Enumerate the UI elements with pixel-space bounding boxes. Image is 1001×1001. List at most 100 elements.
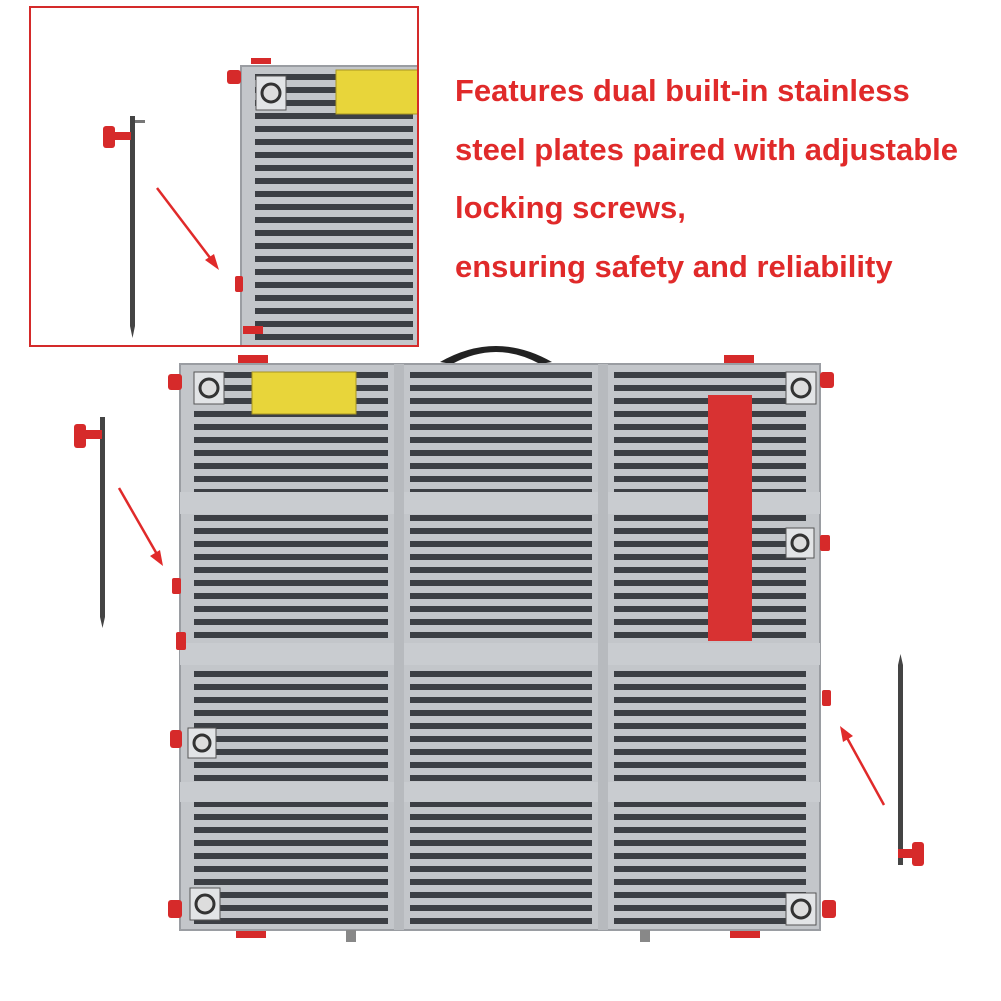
grille-slot bbox=[255, 217, 413, 223]
grille-slot bbox=[194, 814, 388, 820]
grille-slot bbox=[255, 191, 413, 197]
locking-screw-icon bbox=[227, 70, 241, 84]
corner-mounts bbox=[187, 371, 817, 926]
grille-slot bbox=[194, 632, 388, 638]
grille-slot bbox=[614, 684, 806, 690]
grille-slot bbox=[194, 918, 388, 924]
grille-slot bbox=[194, 424, 388, 430]
grille-slot bbox=[614, 385, 806, 391]
grille-slot bbox=[614, 918, 806, 924]
grille-slot bbox=[410, 775, 592, 781]
detail-inset bbox=[29, 6, 419, 347]
grille-slot bbox=[410, 723, 592, 729]
grille-slot bbox=[194, 554, 388, 560]
grille-slot bbox=[194, 905, 388, 911]
grille-slot bbox=[194, 866, 388, 872]
feature-caption: Features dual built-in stainless steel p… bbox=[455, 62, 995, 296]
grille-slot bbox=[410, 606, 592, 612]
grille-slot bbox=[255, 204, 413, 210]
locking-screw-icon bbox=[820, 535, 830, 551]
grille-slot bbox=[410, 827, 592, 833]
grille-slot bbox=[614, 814, 806, 820]
grille-slot bbox=[255, 178, 413, 184]
grille-slot bbox=[255, 230, 413, 236]
grille-slot bbox=[410, 632, 592, 638]
grille-slot bbox=[194, 684, 388, 690]
caption-line-4: ensuring safety and reliability bbox=[455, 248, 893, 284]
grille-slot bbox=[194, 671, 388, 677]
grille-slot bbox=[410, 424, 592, 430]
grille-slot bbox=[614, 723, 806, 729]
grille-slot bbox=[194, 476, 388, 482]
grille-slot bbox=[614, 879, 806, 885]
grille-slot bbox=[255, 282, 413, 288]
grille-slot bbox=[410, 840, 592, 846]
grille-slot bbox=[255, 113, 413, 119]
grille-slot bbox=[614, 749, 806, 755]
grille-slot bbox=[410, 567, 592, 573]
grille-slot bbox=[410, 853, 592, 859]
grille-slot bbox=[194, 606, 388, 612]
grille-slot bbox=[410, 528, 592, 534]
grille-slot bbox=[410, 814, 592, 820]
grille-slot bbox=[255, 139, 413, 145]
grille-slot bbox=[194, 450, 388, 456]
grille-slot bbox=[410, 437, 592, 443]
grille-slot bbox=[194, 528, 388, 534]
grille-slot bbox=[410, 749, 592, 755]
grille-slot bbox=[194, 736, 388, 742]
inset-illustration bbox=[103, 58, 417, 345]
grille-slot bbox=[410, 515, 592, 521]
grille-slot bbox=[614, 762, 806, 768]
grille-slot bbox=[614, 736, 806, 742]
grille-slot bbox=[614, 866, 806, 872]
arrow-icon bbox=[840, 726, 886, 806]
locking-screw-icon bbox=[170, 730, 182, 748]
caption-line-1: Features dual built-in stainless bbox=[455, 73, 910, 108]
brand-tag bbox=[708, 395, 752, 641]
grille-slot bbox=[410, 879, 592, 885]
stake-icon bbox=[898, 654, 924, 866]
grille-slot bbox=[410, 398, 592, 404]
grille-slot bbox=[410, 593, 592, 599]
grille-slot bbox=[255, 308, 413, 314]
grille-slot bbox=[194, 762, 388, 768]
grille-slot bbox=[410, 580, 592, 586]
grille-slot bbox=[194, 801, 388, 807]
inset-board bbox=[227, 58, 417, 345]
grille-slot bbox=[194, 775, 388, 781]
grille-slot bbox=[255, 152, 413, 158]
grille-slot bbox=[194, 749, 388, 755]
grille-slot bbox=[194, 840, 388, 846]
grille-slot bbox=[410, 619, 592, 625]
grille-slot bbox=[194, 723, 388, 729]
grille-slot bbox=[410, 463, 592, 469]
carry-handle bbox=[440, 346, 552, 364]
grille-slot bbox=[194, 580, 388, 586]
grille-slot bbox=[255, 334, 413, 340]
grille-slot bbox=[255, 165, 413, 171]
grille-slot bbox=[194, 710, 388, 716]
grille-slot bbox=[614, 671, 806, 677]
grille-slot bbox=[410, 684, 592, 690]
grille-slot bbox=[614, 775, 806, 781]
locking-screw-icon bbox=[172, 578, 181, 594]
caption-line-2: steel plates paired with adjustable bbox=[455, 131, 959, 167]
grille-slot bbox=[410, 892, 592, 898]
grille-slot bbox=[255, 256, 413, 262]
grille-slot bbox=[614, 710, 806, 716]
grille-slot bbox=[255, 295, 413, 301]
grille-slot bbox=[614, 853, 806, 859]
grille-slot bbox=[410, 801, 592, 807]
arrow-icon bbox=[117, 487, 163, 566]
grille-slot bbox=[410, 450, 592, 456]
grille-slot bbox=[614, 801, 806, 807]
grille-slot bbox=[410, 554, 592, 560]
grille-slot bbox=[194, 437, 388, 443]
grille-slot bbox=[410, 762, 592, 768]
grille-slot bbox=[194, 463, 388, 469]
grille-slot bbox=[194, 697, 388, 703]
grille-slot bbox=[194, 515, 388, 521]
